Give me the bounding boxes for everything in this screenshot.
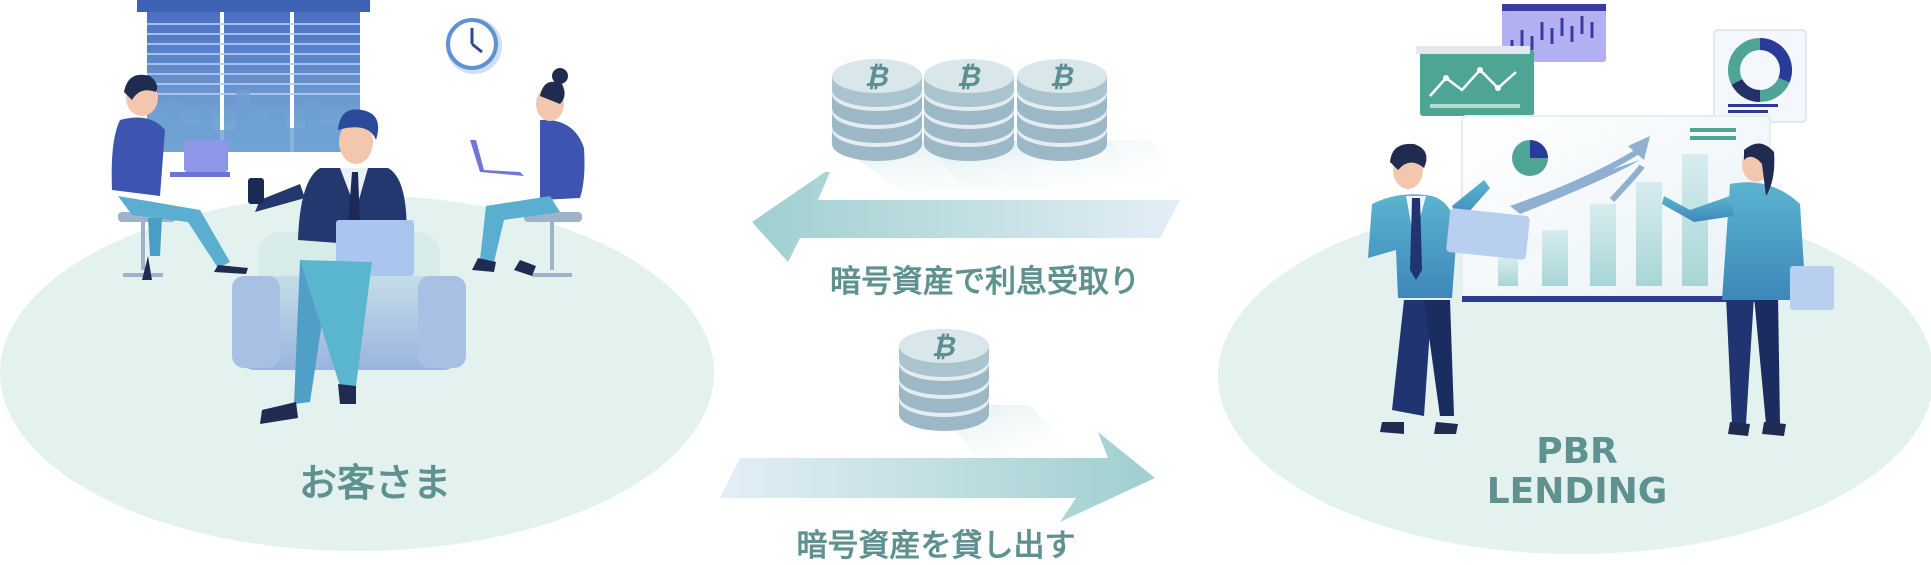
person-right-laptop	[470, 68, 585, 277]
pbr-lending-label: PBR LENDING	[1462, 432, 1692, 512]
customer-illustration	[0, 0, 714, 551]
person-center-sofa	[232, 109, 466, 424]
bitcoin-coin-stack-icon	[1017, 59, 1107, 161]
person-left-laptop	[111, 74, 248, 280]
donut-chart-card	[1713, 29, 1807, 123]
interest-flow	[752, 59, 1180, 262]
bitcoin-coin-stack-icon	[924, 59, 1014, 161]
office-window	[137, 0, 370, 152]
person-presenter-man	[1368, 143, 1530, 434]
bitcoin-coin-stack-icon	[832, 59, 922, 161]
person-presenter-woman	[1662, 143, 1834, 436]
arrow-right-icon	[720, 432, 1155, 522]
lending-flow	[720, 329, 1155, 522]
pbr-label-line1: PBR	[1536, 431, 1618, 472]
pbr-label-line2: LENDING	[1486, 471, 1668, 512]
lend-label: 暗号資産を貸し出す	[796, 528, 1076, 564]
pbr-illustration	[1218, 4, 1931, 554]
presentation-board	[1461, 115, 1771, 302]
arrow-left-icon	[752, 172, 1180, 262]
customer-label: お客さま	[298, 461, 451, 505]
bitcoin-coin-stack-icon	[899, 329, 989, 431]
interest-label: 暗号資産で利息受取り	[830, 264, 1140, 300]
line-chart-card	[1416, 46, 1534, 116]
clock-icon	[446, 18, 502, 74]
